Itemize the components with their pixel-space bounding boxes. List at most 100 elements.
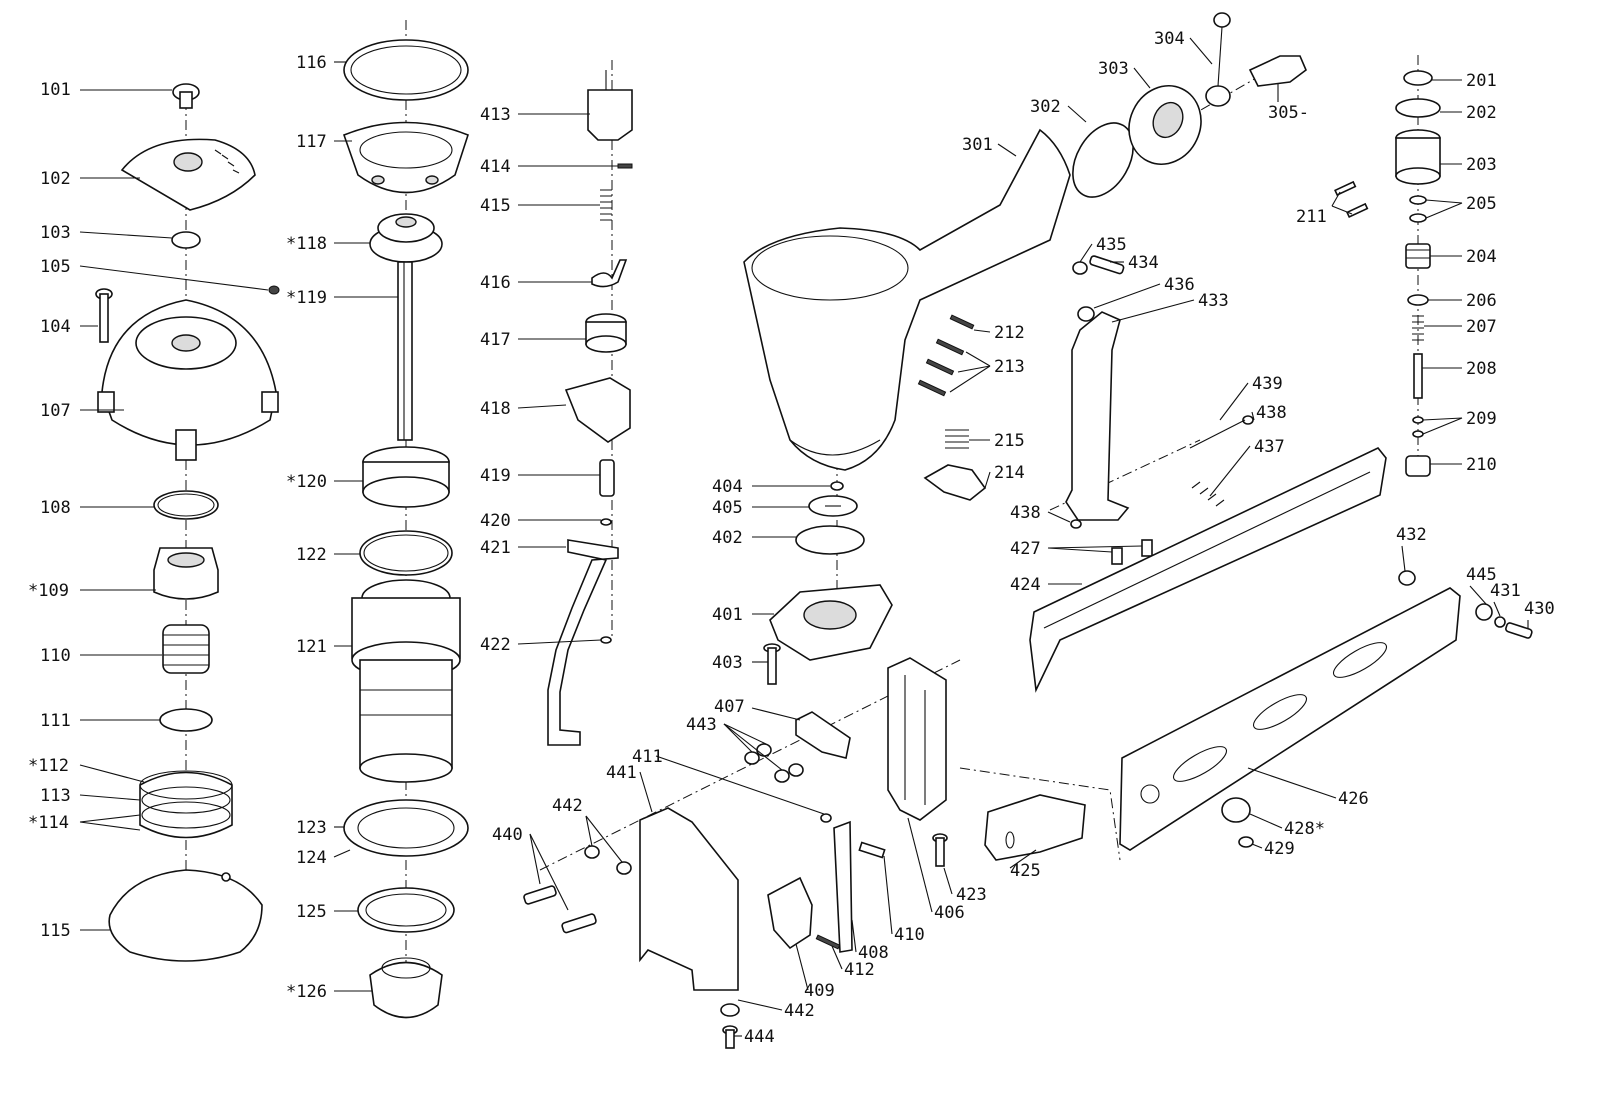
callout-428: 428* (1284, 819, 1325, 839)
callout-444: 444 (744, 1027, 775, 1047)
callout-116: 116 (296, 53, 327, 73)
leader-line-443 (723, 723, 767, 745)
leader-line-412 (831, 945, 843, 970)
part-301-body-housing (743, 128, 1071, 471)
leader-line-425 (1009, 849, 1037, 869)
callout-415: 415 (480, 196, 511, 216)
callout-437: 437 (1254, 437, 1285, 457)
part-105-plug (268, 285, 280, 295)
part-438-e-ring-upper (1242, 415, 1254, 425)
callout-405: 405 (712, 498, 743, 518)
part-119-driver-blade (397, 261, 413, 441)
part-201-o-ring (1403, 70, 1433, 86)
leader-line-302 (1067, 105, 1087, 123)
part-408-contact-arm (833, 820, 853, 953)
part-420-e-ring (600, 518, 612, 526)
callout-110: 110 (40, 646, 71, 666)
leader-line-209 (1422, 417, 1463, 435)
leader-line-409 (795, 943, 809, 991)
leader-line-114 (79, 814, 141, 823)
callout-124: 124 (296, 848, 327, 868)
part-203-valve-bushing (1395, 129, 1441, 185)
part-212-pin (949, 314, 975, 330)
callout-438a: 438 (1256, 403, 1287, 423)
callout-445: 445 (1466, 565, 1497, 585)
leader-line-407 (751, 707, 801, 721)
callout-215: 215 (994, 431, 1025, 451)
leader-line-440 (529, 833, 569, 911)
part-439-rod (1189, 419, 1246, 449)
callout-125: 125 (296, 902, 327, 922)
callout-435: 435 (1096, 235, 1127, 255)
callout-103: 103 (40, 223, 71, 243)
callout-430: 430 (1524, 599, 1555, 619)
part-438-e-ring-lower (1070, 519, 1082, 529)
leader-line-422 (517, 639, 602, 645)
callout-411: 411 (632, 747, 663, 767)
part-409-adjuster (767, 876, 813, 950)
callout-413: 413 (480, 105, 511, 125)
callout-417: 417 (480, 330, 511, 350)
part-412-pin (815, 934, 841, 950)
callout-109: *109 (28, 581, 69, 601)
leader-line-103 (79, 231, 173, 239)
part-415-spring (600, 189, 612, 221)
callout-204: 204 (1466, 247, 1497, 267)
part-407-bracket (795, 711, 851, 759)
callout-201: 201 (1466, 71, 1497, 91)
part-429-screw (1238, 836, 1254, 848)
part-101-deflector-knob (172, 83, 200, 109)
leader-line-442a (585, 815, 623, 863)
callout-427: 427 (1010, 539, 1041, 559)
leader-line-435 (1079, 243, 1093, 263)
leader-line-442a (585, 815, 593, 847)
part-401-nose-plate (769, 584, 893, 661)
part-120-piston-stop (362, 446, 450, 508)
callout-426: 426 (1338, 789, 1369, 809)
leader-lines (79, 37, 1529, 1037)
callout-402: 402 (712, 528, 743, 548)
part-109-head-valve (153, 547, 219, 600)
part-442-washers-upper (584, 845, 632, 875)
part-433-magazine-bracket (1065, 311, 1130, 521)
callout-211: 211 (1296, 207, 1327, 227)
leader-line-214 (984, 471, 991, 489)
part-434-bolt (1089, 255, 1125, 275)
callout-422: 422 (480, 635, 511, 655)
part-103-o-ring (171, 231, 201, 249)
part-121-cylinder (351, 579, 461, 783)
callout-107: 107 (40, 401, 71, 421)
leader-line-438b (1047, 511, 1071, 523)
callout-210: 210 (1466, 455, 1497, 475)
callout-214: 214 (994, 463, 1025, 483)
part-419-plunger (599, 459, 615, 497)
callout-420: 420 (480, 511, 511, 531)
part-117-cylinder-plate (342, 121, 469, 194)
callout-105: 105 (40, 257, 71, 277)
callout-419: 419 (480, 466, 511, 486)
part-423-screw (932, 833, 948, 867)
callout-114: *114 (28, 813, 69, 833)
leader-line-418 (517, 404, 567, 409)
part-416-spring-clip (591, 259, 628, 288)
leader-line-205 (1425, 202, 1463, 219)
part-427-screws (1111, 539, 1153, 565)
part-432-nut (1398, 570, 1416, 586)
part-122-o-ring (359, 530, 453, 576)
leader-line-431 (1493, 601, 1501, 617)
leader-line-209 (1422, 417, 1463, 421)
part-126-bumper-lower (369, 957, 443, 1019)
callout-122: 122 (296, 545, 327, 565)
callout-410: 410 (894, 925, 925, 945)
part-304-dust-cap (1205, 12, 1231, 107)
part-211-pins (1334, 180, 1369, 219)
part-413-trigger-valve-body (587, 70, 633, 141)
leader-line-441 (639, 771, 653, 813)
leader-line-213 (957, 365, 991, 373)
leader-line-433 (1111, 299, 1195, 323)
part-102-exhaust-deflector (120, 138, 256, 211)
leader-line-304 (1189, 37, 1213, 65)
part-107-cylinder-cap (97, 299, 279, 461)
part-422-e-ring (600, 636, 612, 644)
